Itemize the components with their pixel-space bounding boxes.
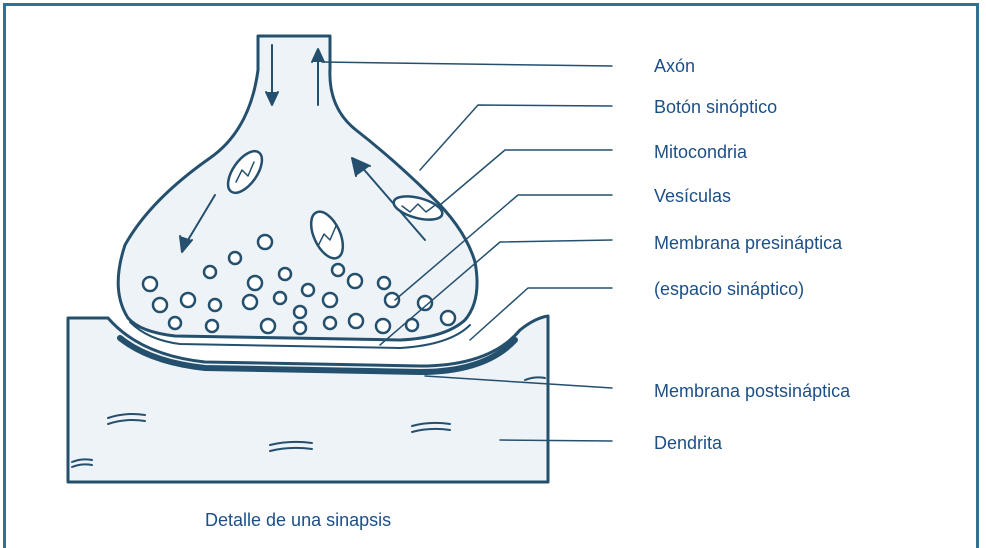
label-membrana-presinaptica: Membrana presináptica bbox=[654, 232, 842, 254]
label-axon: Axón bbox=[654, 55, 695, 77]
label-membrana-postsinaptica: Membrana postsináptica bbox=[654, 380, 850, 402]
leader-boton bbox=[420, 105, 612, 170]
label-espacio-sinaptico: (espacio sináptico) bbox=[654, 278, 804, 300]
label-mitocondria: Mitocondria bbox=[654, 141, 747, 163]
leader-mitocondria bbox=[440, 150, 612, 205]
label-vesiculas: Vesículas bbox=[654, 185, 731, 207]
leader-axon bbox=[322, 62, 612, 66]
dendrite-shape bbox=[68, 316, 548, 482]
figure-caption: Detalle de una sinapsis bbox=[205, 510, 391, 531]
leader-dendrita bbox=[500, 440, 612, 441]
synaptic-bouton bbox=[118, 36, 477, 340]
label-boton-sinoptico: Botón sinóptico bbox=[654, 96, 777, 118]
label-dendrita: Dendrita bbox=[654, 432, 722, 454]
